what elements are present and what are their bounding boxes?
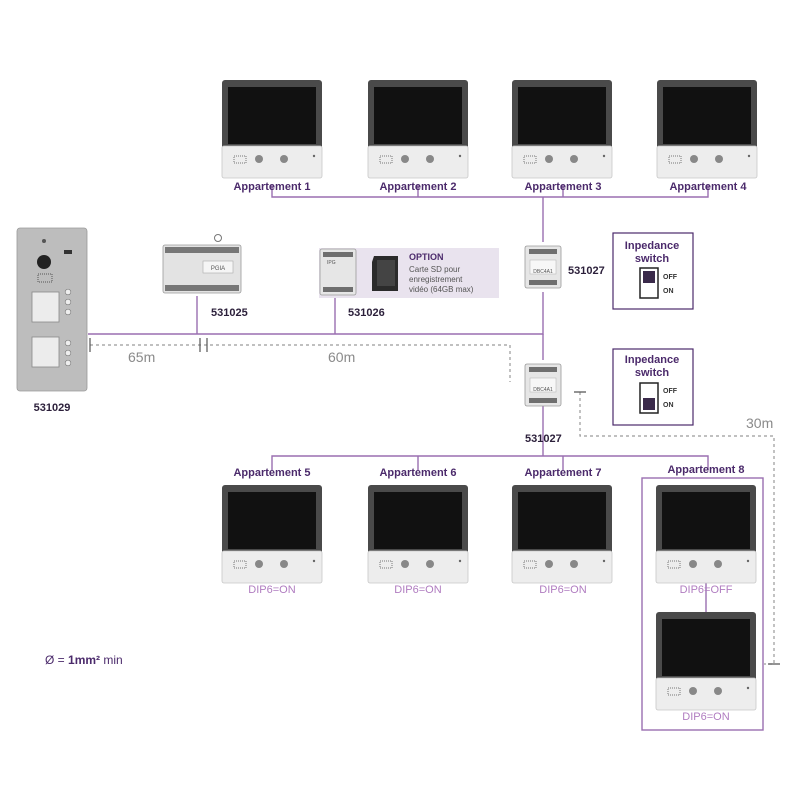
apartment-label: Appartement 4: [669, 181, 747, 193]
top-bus-wire: [271, 185, 709, 198]
dip-label: DIP6=ON: [682, 711, 729, 723]
apartment-label: Appartement 3: [524, 181, 601, 193]
distance-dashed-line: [90, 344, 511, 382]
option-title: OPTION: [409, 252, 444, 262]
cable-spec-suffix: min: [103, 653, 122, 667]
distributor-top: [524, 245, 562, 289]
power-supply-code: 531025: [211, 307, 248, 319]
distributor-top-text: DBC4A1: [533, 269, 553, 275]
switch-off-label: OFF: [663, 274, 678, 281]
dip-label: DIP6=ON: [248, 584, 295, 596]
monitor-apartment-6: [367, 484, 469, 584]
switch-on-label: ON: [663, 402, 674, 409]
distance-label: 30m: [746, 415, 773, 431]
distance-markers: [89, 338, 208, 352]
apartment-label: Appartement 2: [379, 181, 456, 193]
dip-label: DIP6=ON: [539, 584, 586, 596]
ipg-code: 531026: [348, 307, 385, 319]
distributor-bottom: [524, 363, 562, 407]
bottom-drop-wires: [417, 456, 564, 470]
monitor-apartment-1: [221, 79, 323, 179]
distributor-bottom-code: 531027: [525, 433, 562, 445]
apartment-label: Appartement 7: [524, 467, 601, 479]
distance-30m-markers: [574, 391, 780, 665]
ipg-text: IPG: [327, 260, 336, 266]
cable-spec-value: 1mm²: [68, 653, 100, 667]
impedance-switch-top: Inpedance switch OFF ON: [612, 232, 694, 310]
option-line: vidéo (64GB max): [409, 285, 474, 294]
switch-title: Inpedance: [625, 354, 679, 366]
door-station: [16, 227, 88, 392]
impedance-switch-bottom: Inpedance switch OFF ON: [612, 348, 694, 426]
distance-label: 60m: [328, 349, 355, 365]
option-line: enregistrement: [409, 275, 463, 284]
apartment-8-frame: [641, 477, 764, 731]
apartment-label: Appartement 1: [233, 181, 310, 193]
cable-spec: Ø = 1mm² min: [45, 653, 123, 667]
main-bus-wire: [88, 292, 544, 335]
monitor-apartment-2: [367, 79, 469, 179]
apartment-label: Appartement 8: [667, 464, 744, 476]
device-drop-wires: [196, 296, 336, 334]
bottom-bus-wire: [271, 455, 709, 470]
apartment-label: Appartement 5: [233, 467, 310, 479]
distance-label: 65m: [128, 349, 155, 365]
switch-title: switch: [635, 253, 670, 265]
apartment-label: Appartement 6: [379, 467, 456, 479]
distributor-top-code: 531027: [568, 265, 605, 277]
switch-title: switch: [635, 367, 670, 379]
dip-label: DIP6=ON: [394, 584, 441, 596]
switch-off-label: OFF: [663, 388, 678, 395]
monitor-apartment-4: [656, 79, 758, 179]
ipg-module: IPG: [319, 248, 357, 296]
monitor-apartment-8: [655, 484, 757, 584]
monitor-apartment-7: [511, 484, 613, 584]
cable-spec-prefix: Ø =: [45, 653, 65, 667]
door-station-code: 531029: [34, 402, 71, 414]
monitor-apartment-5: [221, 484, 323, 584]
monitor-apartment-8-secondary: [655, 611, 757, 711]
switch-title: Inpedance: [625, 240, 679, 252]
distributor-bottom-text: DBC4A1: [533, 387, 553, 393]
power-supply: PGIA: [162, 234, 242, 294]
option-line: Carte SD pour: [409, 265, 460, 274]
power-supply-text: PGIA: [211, 266, 225, 272]
monitor-apartment-3: [511, 79, 613, 179]
sd-card-icon: [372, 256, 398, 291]
top-drop-wires: [417, 185, 564, 197]
dip-label: DIP6=OFF: [680, 584, 733, 596]
switch-on-label: ON: [663, 288, 674, 295]
